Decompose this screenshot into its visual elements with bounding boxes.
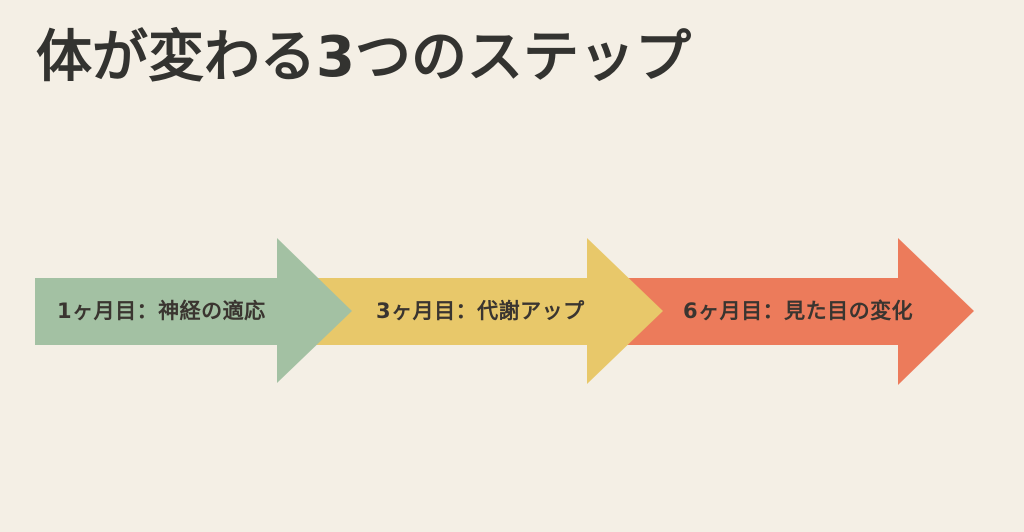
page-title: 体が変わる3つのステップ <box>36 25 691 90</box>
step-2-arrow-icon <box>300 238 663 384</box>
step-3-label: 6ヶ月目：見た目の変化 <box>683 299 914 323</box>
step-1-arrow-icon <box>35 238 352 383</box>
step-1-label: 1ヶ月目：神経の適応 <box>57 299 266 323</box>
step-2-label: 3ヶ月目：代謝アップ <box>376 299 585 323</box>
step-3-arrow-icon <box>620 238 974 385</box>
